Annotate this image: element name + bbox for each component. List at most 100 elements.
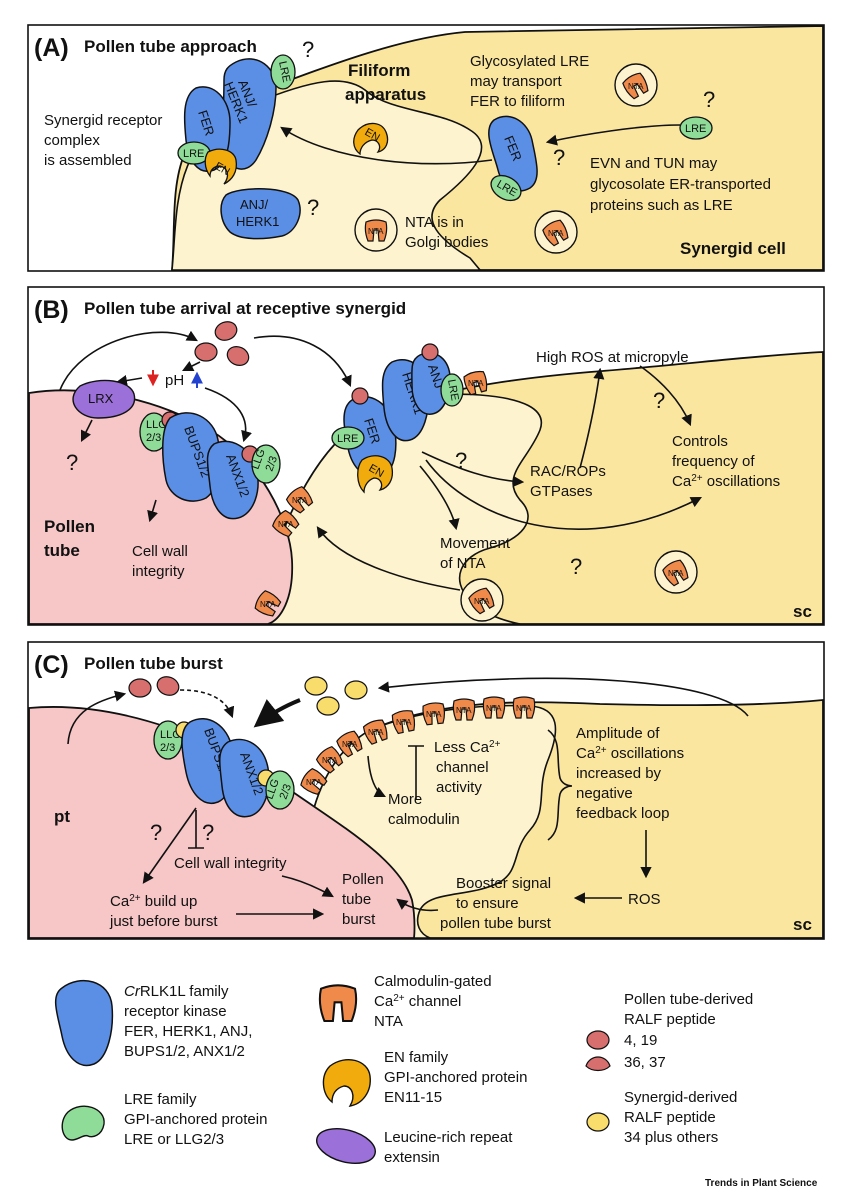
legend-ralf-pt-2: RALF peptide (624, 1011, 716, 1028)
filiform-apparatus-b (248, 393, 543, 625)
amplitude-text-1: Amplitude of (576, 725, 660, 742)
legend-receptor-icon (54, 979, 114, 1067)
lre-protein (440, 373, 464, 407)
movement-text-1: Movement (440, 535, 511, 552)
llg-label: 2/3 (160, 742, 175, 754)
brace (547, 729, 573, 841)
arrow (281, 875, 334, 898)
arrow (147, 499, 158, 523)
ca-build-text-2: just before burst (109, 913, 218, 930)
nta-channel: NTA (462, 369, 490, 397)
svg-text:NTA: NTA (292, 496, 308, 505)
nta-label: NTA (548, 229, 564, 238)
arrow (204, 387, 252, 443)
pollen-tube-burst-2: tube (342, 891, 371, 908)
golgi-body: NTA (534, 210, 578, 254)
lre-label: LRE (337, 433, 358, 445)
evn-text-1: EVN and TUN may (590, 155, 718, 172)
pollen-tube-label-1: Pollen (44, 517, 95, 536)
lre-text-2: may transport (470, 73, 563, 90)
nta-channel: NTA (421, 701, 447, 726)
controls-text-1: Controls (672, 433, 728, 450)
nta-label: NTA (368, 227, 384, 236)
golgi-body: NTA (460, 578, 504, 622)
pollen-tube-c (28, 706, 416, 939)
controls-text-2: frequency of (672, 453, 755, 470)
panel-b-title: Pollen tube arrival at receptive synergi… (84, 299, 406, 318)
svg-text:NTA: NTA (426, 710, 442, 719)
bups-receptor (161, 412, 221, 502)
arrow (377, 677, 749, 717)
lre-protein (679, 116, 713, 140)
lre-protein (331, 426, 365, 450)
lre-text-1: Glycosylated LRE (470, 53, 589, 70)
svg-text:NTA: NTA (342, 740, 358, 749)
nta-channel: NTA (298, 766, 329, 798)
complex-text-3: is assembled (44, 152, 132, 169)
legend-ralf-syn-1: Synergid-derived (624, 1089, 737, 1106)
svg-text:NTA: NTA (468, 379, 484, 388)
lre-label: LRE (183, 148, 204, 160)
legend-crrlk1l-4: BUPS1/2, ANX1/2 (124, 1043, 245, 1060)
panel-c-title: Pollen tube burst (84, 654, 223, 673)
en-protein (357, 455, 394, 494)
golgi-body: NTA (354, 208, 398, 252)
legend-lre-1: LRE family (124, 1091, 197, 1108)
panel-a-title: Pollen tube approach (84, 37, 257, 56)
question-mark: ? (307, 195, 319, 220)
cell-wall-integrity-text: Cell wall integrity (174, 855, 287, 872)
anj-herk1-receptor (220, 188, 301, 240)
legend-en-1: EN family (384, 1049, 449, 1066)
less-ca-text-2: channel (436, 759, 489, 776)
amplitude-text-4: negative (576, 785, 633, 802)
question-mark: ? (570, 554, 582, 579)
nta-channel: NTA (284, 484, 316, 516)
legend: CrRLK1L family receptor kinase FER, HERK… (54, 973, 818, 1189)
movement-text-2: of NTA (440, 555, 486, 572)
svg-text:NTA: NTA (516, 704, 532, 713)
legend-ralf-syn-2: RALF peptide (624, 1109, 716, 1126)
svg-text:NTA: NTA (668, 569, 684, 578)
arrow (367, 755, 387, 798)
pollen-tube-burst-3: burst (342, 911, 376, 928)
question-mark: ? (703, 87, 715, 112)
complex-text-2: complex (44, 132, 100, 149)
panel-a: (A) Pollen tube approach ? Filiform appa… (27, 24, 825, 272)
svg-text:NTA: NTA (368, 728, 384, 737)
legend-en-icon (322, 1058, 371, 1107)
arrow (59, 330, 198, 391)
pollen-tube-burst-1: Pollen (342, 871, 384, 888)
lrx-label: LRX (88, 391, 114, 406)
legend-nta-2: Ca2+ channel (374, 993, 461, 1011)
legend-ralf-pt-icon (586, 1030, 610, 1050)
llg-protein (251, 444, 281, 484)
arrow (421, 451, 525, 488)
legend-ralf-pt-4: 36, 37 (624, 1054, 666, 1071)
filiform-label-2: apparatus (345, 85, 426, 104)
legend-crrlk1l-1: CrRLK1L family (124, 983, 229, 1000)
panel-b-letter: (B) (34, 296, 69, 324)
arrow (425, 459, 702, 530)
legend-ralf-pt-icon (585, 1056, 611, 1072)
legend-ralf-syn-icon (586, 1112, 610, 1132)
lre-label: LRE (445, 378, 461, 401)
nta-channel: NTA (390, 708, 418, 735)
llg-label: 2/3 (146, 432, 161, 444)
legend-lrx-icon (316, 1128, 376, 1164)
booster-text-2: to ensure (456, 895, 519, 912)
arrow (396, 898, 439, 912)
anx-receptor (219, 738, 270, 818)
svg-text:NTA: NTA (396, 718, 412, 727)
legend-lre-3: LRE or LLG2/3 (124, 1131, 224, 1148)
nta-channel: NTA (270, 508, 302, 540)
ralf-peptide (194, 321, 250, 366)
inhibit-line (188, 810, 204, 849)
fer-receptor-a (488, 115, 538, 192)
question-mark: ? (202, 820, 214, 845)
ralf-peptide (421, 343, 439, 361)
evn-text-2: glycosolate ER-transported (590, 176, 771, 193)
filiform-label-1: Filiform (348, 61, 410, 80)
lrx-protein (72, 379, 136, 419)
rac-text-2: GTPases (530, 483, 593, 500)
llg-label: 2/3 (278, 783, 295, 801)
